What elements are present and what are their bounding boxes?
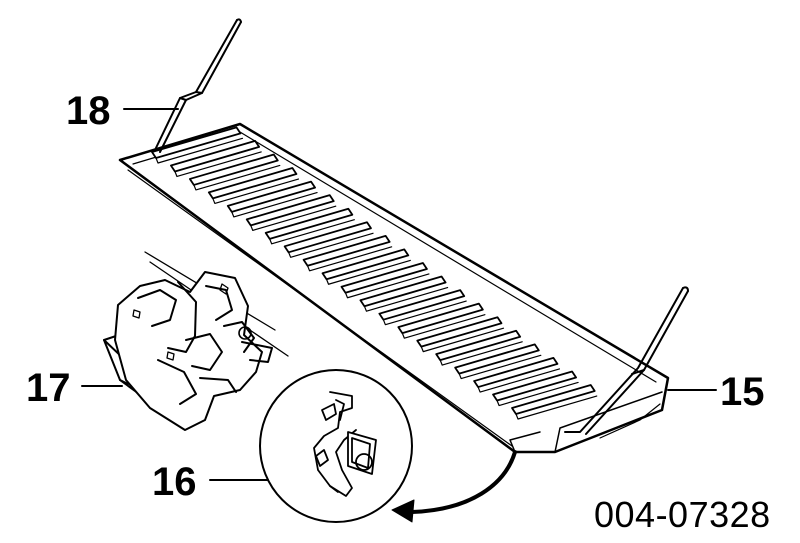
tailgate-rib (226, 180, 316, 213)
tailgate-rib (188, 153, 279, 186)
tailgate-rib (416, 316, 503, 348)
tailgate-rib-shadow (288, 232, 374, 258)
tailgate-rib (473, 357, 559, 388)
tailgate-rib (264, 207, 354, 240)
support-cable-left (154, 18, 242, 153)
callout-16: 16 (152, 460, 197, 504)
tailgate-rib (302, 234, 391, 267)
tailgate-rib-shadow (212, 178, 300, 205)
tailgate-rib-shadow (174, 151, 262, 178)
detail-view-circle (259, 369, 413, 523)
tailgate-rib-shadow (344, 273, 430, 299)
tailgate-rib-shadow (231, 192, 318, 218)
tailgate-rib (321, 248, 410, 281)
tailgate-rib-shadow (193, 164, 281, 191)
tailgate-panel (118, 122, 670, 454)
tailgate-rib (454, 343, 540, 375)
tailgate-rib-shadow (401, 314, 486, 339)
tailgate-rib (359, 275, 447, 308)
tailgate-rib-shadow (515, 395, 598, 420)
callout-15: 15 (720, 370, 765, 414)
tailgate-rib-shadow (496, 381, 579, 407)
tailgate-rib-shadow (269, 219, 355, 245)
tailgate-rib-shadow (363, 286, 449, 312)
tailgate-rib (378, 289, 466, 321)
callout-17: 17 (26, 366, 71, 410)
support-cable-right (564, 286, 689, 435)
tailgate-rib-shadow (325, 259, 411, 285)
callout-18: 18 (66, 89, 111, 133)
tailgate-rib-shadow (155, 137, 244, 164)
tailgate-rib (151, 126, 242, 159)
tailgate-rib (435, 329, 522, 362)
curved-arrow (391, 450, 517, 523)
latch-assembly (103, 251, 289, 431)
tailgate-rib-shadow (458, 354, 542, 380)
tailgate-rib-shadow (306, 246, 393, 272)
figure-code: 004-07328 (594, 494, 771, 535)
tailgate-rib (340, 262, 428, 294)
tailgate-rib-shadow (439, 341, 523, 366)
tailgate-rib (283, 221, 372, 254)
tailgate-rib-shadow (250, 205, 337, 231)
tailgate-rib (397, 302, 484, 335)
tailgate-rib (245, 194, 335, 227)
tailgate-rib-shadow (420, 327, 505, 353)
tailgate-rib (207, 167, 298, 200)
tailgate-rib (170, 140, 261, 173)
tailgate-rib-shadow (477, 368, 561, 393)
tailgate-rib-shadow (382, 300, 467, 326)
tailgate-ribs (151, 126, 598, 420)
tailgate-rib (492, 370, 577, 402)
handle-bracket (313, 391, 377, 497)
tailgate-rib (511, 384, 596, 415)
